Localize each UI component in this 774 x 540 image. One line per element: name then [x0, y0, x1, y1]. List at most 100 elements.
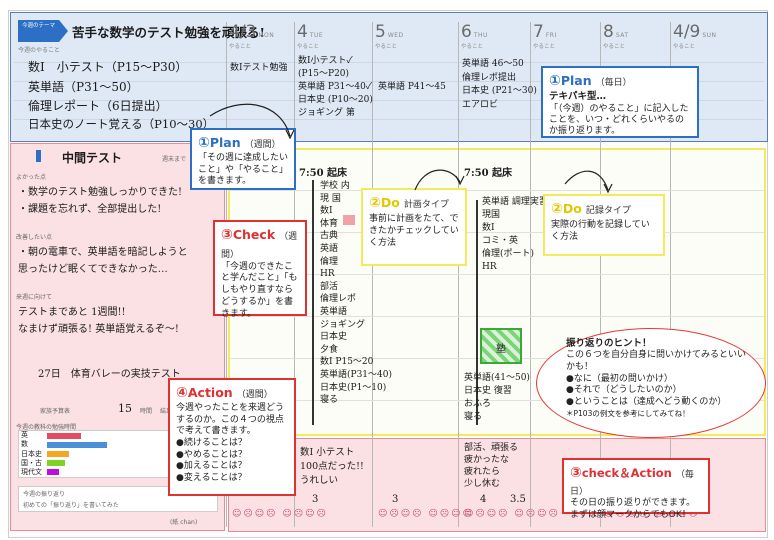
callout-number: ①: [198, 135, 210, 151]
day-todo-label: やること: [375, 44, 398, 50]
mood-face-icons[interactable]: ☺☹☺☹ ☺☹☺☹: [464, 509, 560, 519]
timeline-item: 英語: [320, 243, 339, 254]
mood-face-icons[interactable]: ☺☹☺☹ ☺☹☺☹: [378, 509, 474, 519]
daily-note-line: 疲れたら: [464, 467, 501, 477]
time-line: [230, 400, 764, 401]
callout-headline: テキパキ型…: [549, 90, 607, 102]
day-todo-label: やること: [603, 44, 626, 50]
daily-note-line: 少し休む: [464, 479, 501, 489]
timeline-item: 体育: [320, 218, 339, 229]
callout-heading: Plan: [209, 135, 241, 150]
weekly-todo-item: 数Ⅰ 小テスト（P15〜P30）: [28, 60, 188, 74]
thu-timeline-evening: 英単語(41〜50) 日本史 復習 おふろ 寝る: [464, 372, 530, 424]
improve-label: 改善したい点: [16, 234, 53, 241]
improve-text: ・朝の電車で、英単語を暗記しようと 思ったけど眠くてできなかった…: [18, 244, 188, 278]
family-budget-unit: 結果: [160, 408, 173, 415]
improve-line: 思ったけど眠くてできなかった…: [18, 264, 168, 275]
day-number: 6: [461, 22, 472, 42]
timeline-item: 数Ⅰ: [320, 206, 333, 217]
callout-number: ②: [369, 195, 381, 211]
daily-todo-item: 英単語 46〜50: [462, 59, 524, 69]
day-number: 5: [375, 22, 386, 42]
time-line: [230, 316, 764, 317]
mon-timeline: 学校 内 現 国 数Ⅰ 体育 古典 英語 倫理 HR 部活 倫理レポ 英単語 ジ…: [320, 180, 392, 407]
week-theme-arrow: 今週のテーマ: [18, 20, 68, 42]
mood-face-icons[interactable]: ☺☹☺☹ ☺☹☺☹: [604, 509, 700, 519]
day-of-week: TUE: [309, 32, 324, 39]
timeline-item: 倫理レポ: [320, 294, 357, 305]
timeline-item: 現 国: [320, 193, 341, 204]
family-budget-label: 家族予算表: [40, 408, 71, 415]
daily-note-line: 数Ⅰ 小テスト: [300, 447, 355, 458]
timeline-item: 塾: [496, 344, 506, 355]
callout-bullet: ●加えることは？: [176, 461, 247, 472]
callout-title: ③Check（週間）: [221, 226, 299, 262]
reflection-hint-text: 振り返りのヒント！ この６つを自分自身に問いかけてみるといいかも！ ●なに（最初…: [566, 338, 746, 419]
good-point-line: ・数学のテスト勉強しっかりできた!: [18, 187, 183, 198]
callout-number: ④: [176, 385, 188, 401]
timeline-item: 日本史 復習: [464, 386, 512, 396]
next-week-line: なまけず頑張る! 英単語覚えるぞ〜!: [18, 324, 179, 335]
good-points-text: ・数学のテスト勉強しっかりできた! ・課題を忘れず、全部提出した!: [18, 184, 182, 218]
timeline-item: HR: [482, 262, 497, 272]
day-of-week: SUN: [702, 32, 717, 39]
weekly-todo-label: 今週のやること: [18, 47, 61, 54]
check-action-daily-callout: ③check＆Action（毎日） その日の振り返りができます。まずは顔マークか…: [562, 458, 710, 520]
timeline-item: 英単語(41〜50): [464, 373, 530, 383]
callout-heading: check＆Action: [581, 466, 672, 480]
callout-title: ①Plan（毎日）: [549, 72, 691, 91]
callout-sub: 計画タイプ: [403, 200, 449, 210]
reflection-hint-oval: [536, 328, 766, 438]
day-of-week: FRI: [545, 32, 557, 39]
next-week-line: テストまであと 1週間!!: [18, 307, 126, 318]
callout-heading: Action: [187, 385, 233, 400]
callout-number: ③: [570, 465, 582, 481]
study-bar: [47, 469, 59, 475]
timeline-item: 日本史(P1〜10): [320, 382, 387, 393]
study-bar: [47, 433, 81, 439]
timeline-item: 英単語(P31〜40): [320, 369, 392, 380]
weekly-footer-sub: 初めての「振り返り」を書いてみた: [23, 502, 119, 509]
day-number: 7: [533, 22, 544, 42]
time-line: [230, 190, 764, 191]
family-budget-unit: 時間: [140, 408, 153, 415]
day-number: 4/3: [229, 22, 257, 42]
improve-line: ・朝の電車で、英単語を暗記しようと: [18, 247, 188, 258]
weekly-todo-item: 倫理レポート（6日提出）: [28, 99, 168, 113]
daily-todo-wed: 英単語 P41〜45: [378, 82, 446, 92]
day-of-week: WED: [387, 32, 404, 39]
flag-icon: [36, 150, 41, 162]
study-subject: 数: [21, 440, 28, 449]
callout-sub: （週間）: [244, 140, 281, 150]
callout-body: 実際の行動を記録していく方法: [551, 219, 650, 243]
rule-line: [14, 119, 764, 120]
daily-note-line: うれしい: [300, 475, 339, 486]
weekly-footer-box: 今週の振り返り 初めての「振り返り」を書いてみた: [18, 486, 218, 512]
daily-todo-item: 数Ⅰ小テスト✓: [298, 56, 353, 66]
weekly-review-title: 中間テスト: [62, 151, 123, 165]
mon-daily-note: 数Ⅰ 小テスト 100点だった!! うれしい: [300, 446, 364, 488]
callout-title: ④Action（週間）: [176, 384, 288, 403]
callout-sub: 記録タイプ: [585, 206, 631, 216]
mood-face-icons[interactable]: ☺☹☺☹ ☺☹☺☹: [232, 509, 328, 519]
arrow-icon: [414, 169, 465, 191]
thu-score: 4: [480, 494, 487, 505]
callout-heading: Plan: [560, 73, 592, 88]
callout-body: 今週やったことを来週どうするのか。この４つの視点で考えて書きます。: [176, 402, 285, 437]
day-number: 4/9: [673, 22, 701, 42]
hint-bullet: ●それで（どうしたいのか）: [566, 385, 682, 396]
timeline-item: 部活: [320, 281, 339, 292]
week-theme-text: 苦手な数学のテスト勉強を頑張る!: [72, 25, 265, 40]
day-todo-label: やること: [673, 44, 696, 50]
hint-note: ＊P103の例文を参考にしてみてね！: [566, 408, 690, 418]
timeline-item: 古典: [320, 231, 339, 242]
daily-todo-item: ジョギング 第: [298, 108, 355, 119]
study-subjects: 英 数 日本史 国・古 現代文: [21, 431, 42, 477]
check-weekly-callout: ③Check（週間） 「今週のできたこと学んだこと」「もしもやり直すならどうする…: [213, 220, 307, 319]
